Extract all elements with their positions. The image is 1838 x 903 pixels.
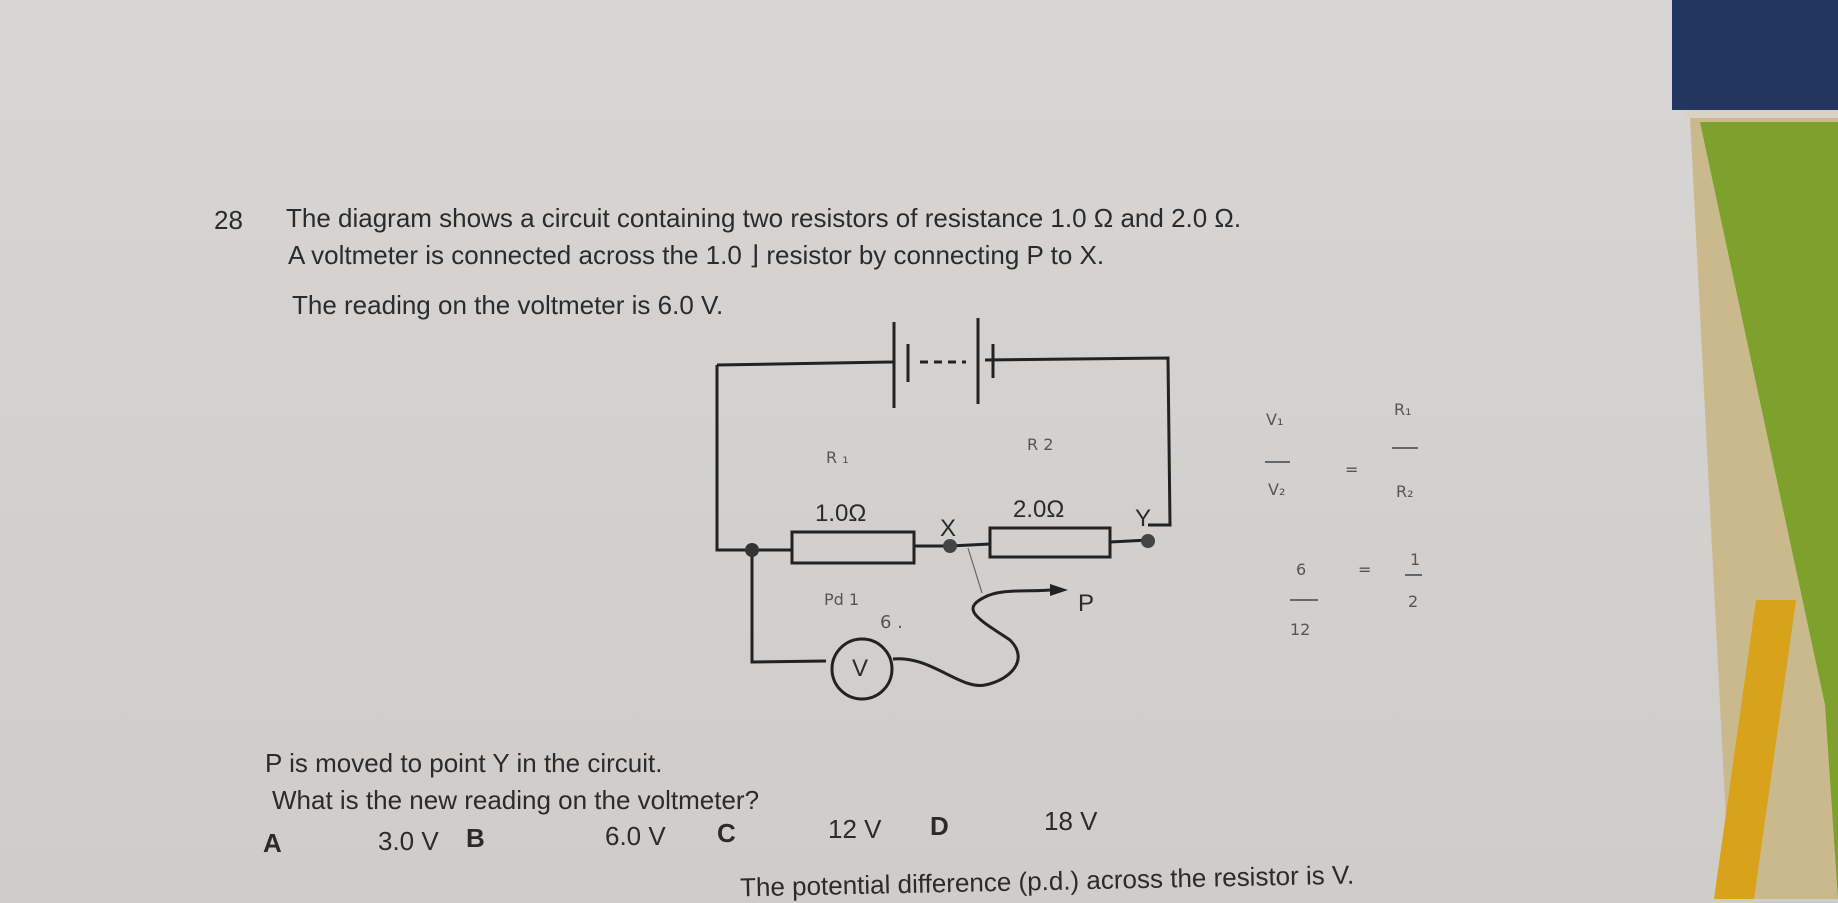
- handwritten-equals-2: =: [1358, 560, 1372, 579]
- option-c-letter[interactable]: C: [717, 818, 736, 848]
- handwritten-v2: V₂: [1268, 480, 1286, 499]
- handwritten-denominator-2: 2: [1408, 592, 1419, 611]
- handwritten-r2-ratio: R₂: [1396, 482, 1414, 501]
- voltmeter-symbol: V: [852, 655, 869, 682]
- option-d-letter[interactable]: D: [930, 811, 949, 841]
- r2-value-label: 2.0Ω: [1013, 496, 1065, 523]
- question-line-3: The reading on the voltmeter is 6.0 V.: [292, 290, 724, 320]
- question-line-2: A voltmeter is connected across the 1.0 …: [288, 240, 1105, 270]
- question-line-5: What is the new reading on the voltmeter…: [272, 785, 760, 815]
- option-b-letter[interactable]: B: [466, 823, 485, 853]
- handwritten-r1-ratio: R₁: [1394, 400, 1412, 419]
- handwritten-six: 6 .: [880, 612, 903, 633]
- option-a-value[interactable]: 3.0 V: [378, 826, 439, 856]
- question-number: 28: [214, 205, 243, 235]
- option-d-value[interactable]: 18 V: [1044, 806, 1098, 836]
- option-b-value[interactable]: 6.0 V: [605, 821, 666, 851]
- question-line-4: P is moved to point Y in the circuit.: [265, 748, 663, 778]
- handwritten-numerator-1: 1: [1410, 550, 1421, 569]
- junction-node-y: [1141, 534, 1155, 548]
- handwritten-r1: R ₁: [826, 448, 849, 467]
- background-edge-strip: [1685, 110, 1838, 118]
- option-c-value[interactable]: 12 V: [828, 814, 882, 844]
- probe-p-label: P: [1078, 590, 1095, 617]
- point-x-label: X: [940, 515, 957, 542]
- question-line-1: The diagram shows a circuit containing t…: [286, 203, 1242, 233]
- handwritten-numerator-6: 6: [1296, 560, 1307, 579]
- junction-node-x: [943, 539, 957, 553]
- handwritten-denominator-12: 12: [1290, 620, 1311, 639]
- point-y-label: Y: [1135, 505, 1152, 532]
- handwritten-equals-1: =: [1345, 460, 1359, 479]
- option-a-letter[interactable]: A: [263, 828, 282, 858]
- background-blue-surface: [1672, 0, 1838, 110]
- junction-node-left: [745, 543, 759, 557]
- handwritten-v1: V₁: [1266, 410, 1284, 429]
- handwritten-pd: Pd 1: [824, 590, 860, 609]
- handwritten-r2: R 2: [1027, 435, 1054, 454]
- r1-value-label: 1.0Ω: [815, 500, 867, 527]
